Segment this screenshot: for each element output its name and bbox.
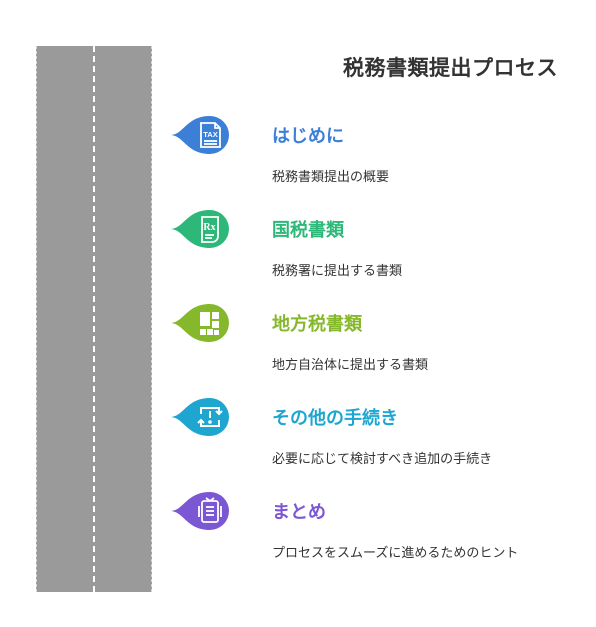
step-marker: TAX	[168, 112, 232, 158]
step-title: 地方税書類	[272, 314, 362, 335]
step-marker	[168, 300, 232, 346]
step-title: はじめに	[272, 126, 344, 147]
road-edge-right	[151, 46, 152, 592]
step-description: 税務書類提出の概要	[272, 170, 390, 185]
step-introduction: TAX はじめに 税務書類提出の概要	[168, 112, 578, 196]
step-local-tax: 地方税書類 地方自治体に提出する書類	[168, 300, 578, 384]
step-description: 地方自治体に提出する書類	[272, 358, 429, 373]
road-center-line	[93, 46, 95, 592]
clipboard-icon	[198, 497, 222, 523]
prescription-icon	[201, 216, 219, 243]
step-national-tax: Rx 国税書類 税務署に提出する書類	[168, 206, 578, 290]
step-other-procedures: その他の手続き 必要に応じて検討すべき追加の手続き	[168, 394, 578, 478]
building-grid-icon	[200, 312, 219, 335]
page-title: 税務書類提出プロセス	[343, 56, 558, 80]
step-description: 税務署に提出する書類	[272, 264, 403, 279]
rx-label: Rx	[203, 222, 215, 233]
step-title: まとめ	[272, 502, 326, 523]
alert-cycle-icon	[197, 407, 223, 427]
road-edge-left	[36, 46, 37, 592]
step-marker: Rx	[168, 206, 232, 252]
step-title: 国税書類	[272, 220, 344, 241]
step-title: その他の手続き	[272, 408, 398, 429]
step-marker	[168, 488, 232, 534]
step-description: 必要に応じて検討すべき追加の手続き	[272, 452, 493, 467]
step-marker	[168, 394, 232, 440]
step-description: プロセスをスムーズに進めるためのヒント	[272, 546, 519, 561]
step-summary: まとめ プロセスをスムーズに進めるためのヒント	[168, 488, 578, 572]
tax-label: TAX	[203, 130, 217, 139]
road	[36, 46, 152, 592]
tax-document-icon	[200, 122, 221, 148]
